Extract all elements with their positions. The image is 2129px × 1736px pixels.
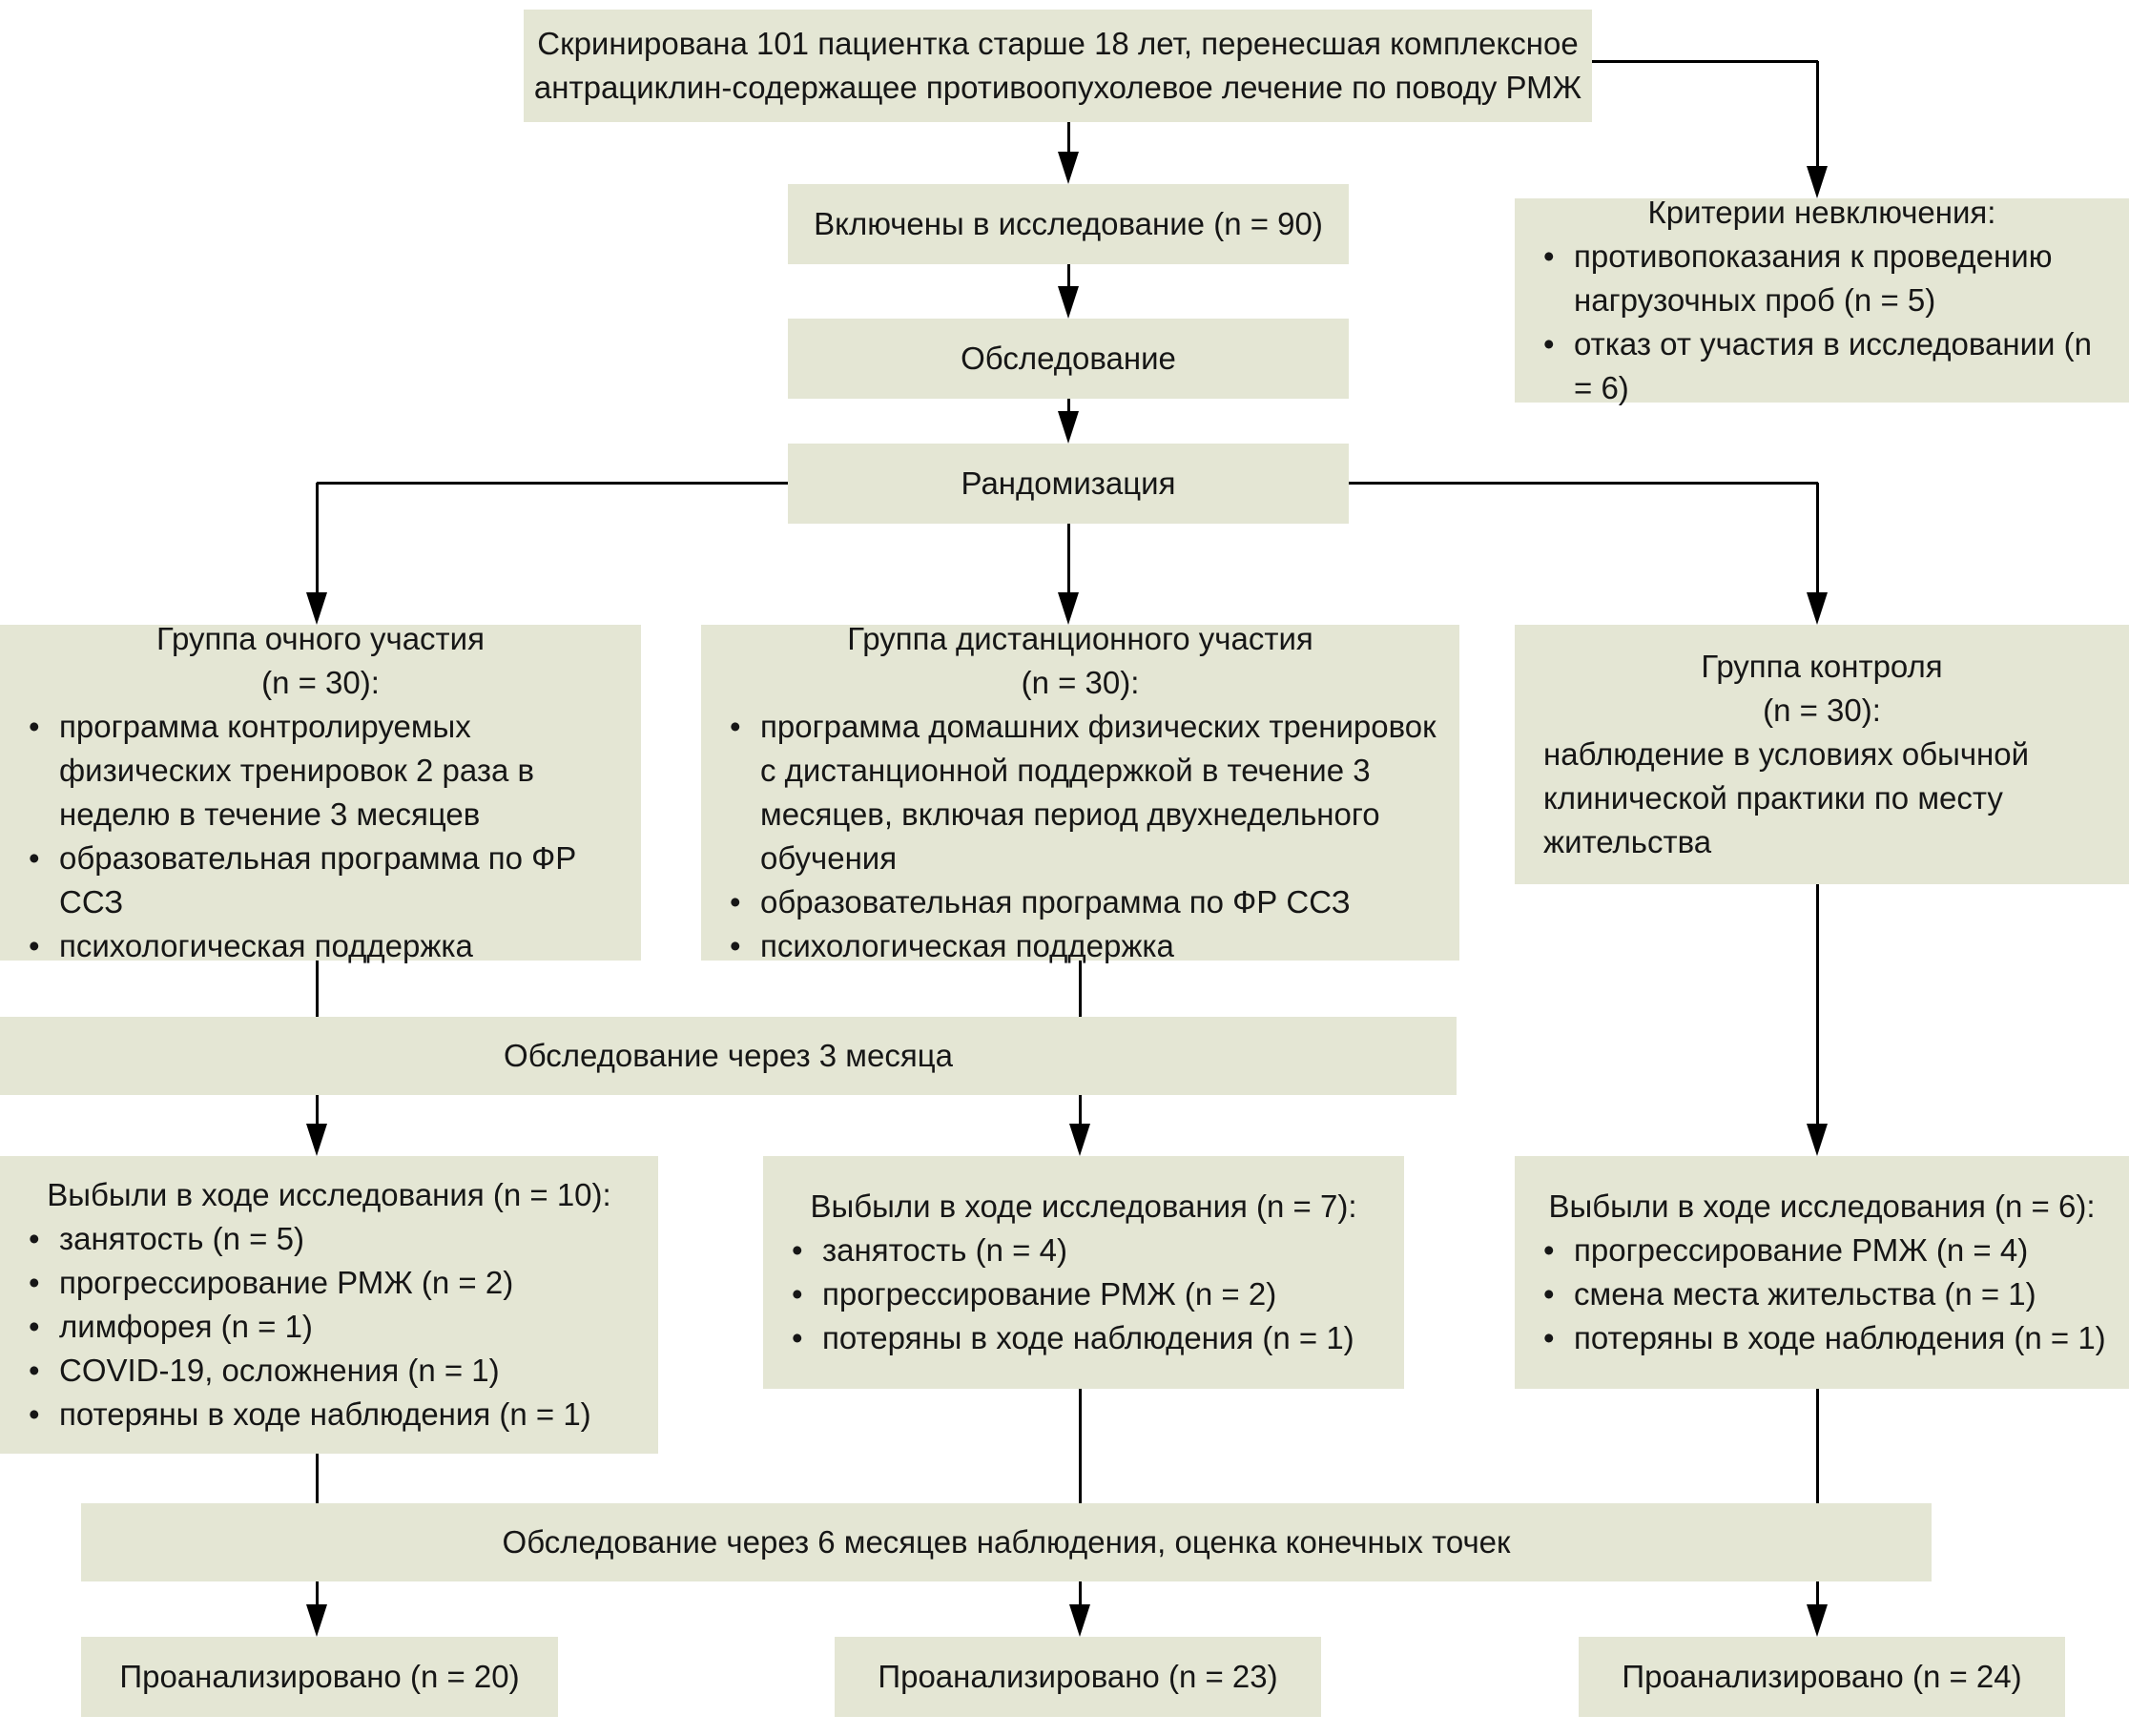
dropout-control-bullets: прогрессирование РМЖ (n = 4)смена места … <box>1528 1229 2116 1360</box>
bullet-item: психологическая поддержка <box>714 924 1446 968</box>
node-group-control: Группа контроля (n = 30): наблюдение в у… <box>1515 625 2129 884</box>
bullet-item: психологическая поддержка <box>13 924 628 968</box>
node-screened-text: Скринирована 101 пациентка старше 18 лет… <box>534 22 1581 110</box>
bullet-item: занятость (n = 4) <box>776 1229 1391 1272</box>
bullet-item: прогрессирование РМЖ (n = 2) <box>13 1261 645 1305</box>
dropout-control-title: Выбыли в ходе исследования (n = 6): <box>1548 1188 2096 1224</box>
bullet-item: отказ от участия в исследовании (n = 6) <box>1528 322 2116 410</box>
dropout-inperson-title: Выбыли в ходе исследования (n = 10): <box>47 1177 611 1212</box>
arrowhead-down-icon <box>1069 1124 1090 1156</box>
bullet-item: образовательная программа по ФР ССЗ <box>13 837 628 924</box>
node-randomization: Рандомизация <box>788 444 1349 524</box>
node-exam-3m: Обследование через 3 месяца <box>0 1017 1457 1095</box>
analyzed-remote-label: Проанализировано (n = 23) <box>878 1659 1278 1694</box>
node-group-remote: Группа дистанционного участия (n = 30): … <box>701 621 1459 968</box>
dropout-remote-title: Выбыли в ходе исследования (n = 7): <box>810 1188 1357 1224</box>
flow-line-vertical <box>1067 399 1070 413</box>
arrowhead-down-icon <box>1807 1124 1828 1156</box>
flow-line-vertical <box>316 1095 319 1126</box>
exclusion-bullets: противопоказания к проведению нагрузочны… <box>1528 235 2116 410</box>
arrowhead-down-icon <box>306 592 327 625</box>
group-inperson-title: Группа очного участия <box>156 621 485 656</box>
bullet-item: потеряны в ходе наблюдения (n = 1) <box>776 1316 1391 1360</box>
dropout-inperson-bullets: занятость (n = 5)прогрессирование РМЖ (n… <box>13 1217 645 1436</box>
flow-line-horizontal <box>1592 60 1818 63</box>
analyzed-inperson-label: Проанализировано (n = 20) <box>119 1659 520 1694</box>
exam-6m-label: Обследование через 6 месяцев наблюдения,… <box>502 1524 1511 1560</box>
flow-line-vertical <box>1067 122 1070 154</box>
node-analyzed-control: Проанализировано (n = 24) <box>1579 1637 2065 1717</box>
flow-line-vertical <box>1067 524 1070 594</box>
flow-line-vertical <box>316 1581 319 1606</box>
flow-line-vertical <box>1816 1581 1819 1606</box>
group-remote-count: (n = 30): <box>1021 665 1140 700</box>
flow-line-horizontal <box>317 482 788 485</box>
flow-line-vertical <box>1079 961 1082 1017</box>
included-label: Включены в исследование (n = 90) <box>814 206 1323 241</box>
group-inperson-count: (n = 30): <box>261 665 380 700</box>
node-included: Включены в исследование (n = 90) <box>788 184 1349 264</box>
exam-3m-label: Обследование через 3 месяца <box>504 1038 953 1073</box>
node-dropout-remote: Выбыли в ходе исследования (n = 7): заня… <box>763 1156 1404 1389</box>
node-examination: Обследование <box>788 319 1349 399</box>
bullet-item: потеряны в ходе наблюдения (n = 1) <box>1528 1316 2116 1360</box>
node-exam-6m: Обследование через 6 месяцев наблюдения,… <box>81 1503 1932 1581</box>
flow-line-vertical <box>1816 884 1819 1126</box>
flow-line-vertical <box>1816 1389 1819 1503</box>
arrowhead-down-icon <box>306 1124 327 1156</box>
flow-line-vertical <box>1816 61 1819 168</box>
arrowhead-down-icon <box>1058 286 1079 319</box>
bullet-item: прогрессирование РМЖ (n = 2) <box>776 1272 1391 1316</box>
screened-line-1: Скринирована 101 пациентка старше 18 лет… <box>537 26 1579 61</box>
arrowhead-down-icon <box>1058 411 1079 444</box>
node-analyzed-remote: Проанализировано (n = 23) <box>835 1637 1321 1717</box>
group-control-title: Группа контроля <box>1701 649 1943 684</box>
analyzed-control-label: Проанализировано (n = 24) <box>1622 1659 2022 1694</box>
arrowhead-down-icon <box>1058 152 1079 184</box>
bullet-item: смена места жительства (n = 1) <box>1528 1272 2116 1316</box>
dropout-remote-bullets: занятость (n = 4)прогрессирование РМЖ (n… <box>776 1229 1391 1360</box>
node-dropout-inperson: Выбыли в ходе исследования (n = 10): зан… <box>0 1156 658 1454</box>
group-control-body: наблюдение в условиях обычной клиническо… <box>1543 736 2030 859</box>
node-screened: Скринирована 101 пациентка старше 18 лет… <box>524 10 1592 122</box>
group-inperson-bullets: программа контролируемых физических трен… <box>13 705 628 968</box>
examination-label: Обследование <box>961 341 1176 376</box>
flow-line-horizontal <box>1349 482 1818 485</box>
node-dropout-control: Выбыли в ходе исследования (n = 6): прог… <box>1515 1156 2129 1389</box>
randomization-label: Рандомизация <box>961 465 1176 501</box>
node-analyzed-inperson: Проанализировано (n = 20) <box>81 1637 558 1717</box>
flow-line-vertical <box>1079 1389 1082 1503</box>
bullet-item: потеряны в ходе наблюдения (n = 1) <box>13 1393 645 1436</box>
flow-line-vertical <box>316 961 319 1017</box>
flow-line-vertical <box>316 483 319 594</box>
node-exclusion-criteria: Критерии невключения: противопоказания к… <box>1515 195 2129 405</box>
bullet-item: прогрессирование РМЖ (n = 4) <box>1528 1229 2116 1272</box>
bullet-item: COVID-19, осложнения (n = 1) <box>13 1349 645 1393</box>
exclusion-title: Критерии невключения: <box>1647 195 1996 230</box>
group-remote-bullets: программа домашних физических тренировок… <box>714 705 1446 968</box>
bullet-item: программа контролируемых физических трен… <box>13 705 628 837</box>
flow-line-vertical <box>1816 483 1819 594</box>
bullet-item: лимфорея (n = 1) <box>13 1305 645 1349</box>
arrowhead-down-icon <box>306 1604 327 1637</box>
group-control-count: (n = 30): <box>1763 692 1881 728</box>
node-group-inperson: Группа очного участия (n = 30): программ… <box>0 621 641 968</box>
flow-line-vertical <box>316 1454 319 1503</box>
arrowhead-down-icon <box>1807 166 1828 198</box>
arrowhead-down-icon <box>1058 592 1079 625</box>
bullet-item: противопоказания к проведению нагрузочны… <box>1528 235 2116 322</box>
arrowhead-down-icon <box>1807 1604 1828 1637</box>
bullet-item: занятость (n = 5) <box>13 1217 645 1261</box>
flow-line-vertical <box>1079 1581 1082 1606</box>
screened-line-2: антрациклин-содержащее противоопухолевое… <box>533 70 1582 105</box>
flow-line-vertical <box>1067 264 1070 288</box>
arrowhead-down-icon <box>1807 592 1828 625</box>
group-remote-title: Группа дистанционного участия <box>847 621 1313 656</box>
bullet-item: образовательная программа по ФР ССЗ <box>714 880 1446 924</box>
flow-line-vertical <box>1079 1095 1082 1126</box>
arrowhead-down-icon <box>1069 1604 1090 1637</box>
bullet-item: программа домашних физических тренировок… <box>714 705 1446 880</box>
